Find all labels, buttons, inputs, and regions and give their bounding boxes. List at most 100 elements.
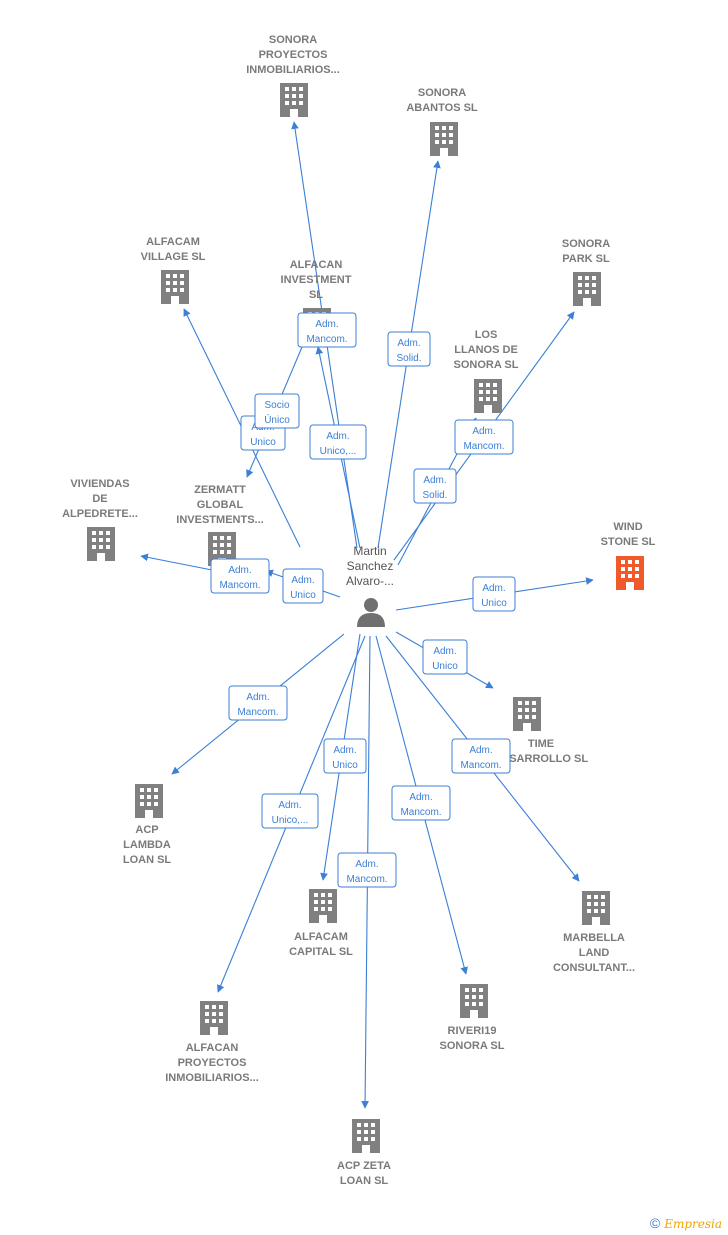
badge-text: Adm. <box>423 475 446 486</box>
person-icon <box>357 598 385 627</box>
role-badge[interactable]: Adm. Mancom. <box>228 685 288 721</box>
badge-text: Adm. <box>315 319 338 330</box>
company-name-line: VILLAGE SL <box>141 251 206 263</box>
badge-text: Adm. <box>355 859 378 870</box>
company-node-sonora-park[interactable]: SONORA PARK SL <box>562 238 610 306</box>
badge-box <box>210 558 270 594</box>
role-badge[interactable]: Adm.Mancom. <box>391 785 451 821</box>
person-name-line: Martin <box>353 544 386 558</box>
company-name-line: ALFACAM <box>146 236 200 248</box>
role-badge[interactable]: Adm.Unico <box>472 576 516 612</box>
building-icon <box>573 272 601 306</box>
company-name-line: SL <box>309 289 323 301</box>
building-icon <box>460 984 488 1018</box>
company-name-line: PARK SL <box>562 253 610 265</box>
role-badge[interactable]: Adm. Mancom. <box>454 419 514 455</box>
company-name-line: ALPEDRETE... <box>62 508 138 520</box>
company-name-line: SONORA <box>562 238 610 250</box>
company-name-line: PROYECTOS <box>178 1057 247 1069</box>
company-node-alfacan-investment[interactable]: ALFACAN INVESTMENT SL <box>281 259 352 342</box>
company-node-time-desarrollo[interactable]: TIME DESARROLLO SL <box>494 697 588 765</box>
badge-text: Unico,... <box>320 446 357 457</box>
role-badge[interactable]: Adm.Mancom. <box>451 738 511 774</box>
building-icon <box>135 784 163 818</box>
badge-text: Solid. <box>422 490 447 501</box>
company-node-sonora-proyectos[interactable]: SONORAPROYECTOSINMOBILIARIOS... <box>246 34 340 117</box>
building-icon <box>87 527 115 561</box>
person-node[interactable]: MartinSanchezAlvaro-... <box>346 544 394 627</box>
company-name-line: ZERMATT <box>194 484 246 496</box>
company-name-line: LAMBDA <box>123 839 171 851</box>
company-node-alfacan-proyectos[interactable]: ALFACANPROYECTOSINMOBILIARIOS... <box>165 1001 259 1084</box>
badge-text: Mancom. <box>463 441 504 452</box>
badge-text: Mancom. <box>219 580 260 591</box>
company-name-line: LLANOS DE <box>454 344 518 356</box>
company-name-line: WIND <box>613 521 642 533</box>
badge-box <box>297 312 357 348</box>
company-node-marbella[interactable]: MARBELLALANDCONSULTANT... <box>553 891 635 974</box>
company-name-line: ALFACAN <box>290 259 343 271</box>
badge-box <box>472 576 516 612</box>
company-name-line: INVESTMENT <box>281 274 352 286</box>
badge-text: Solid. <box>396 353 421 364</box>
role-badge[interactable]: Adm.Mancom. <box>337 852 397 888</box>
company-name-line: DESARROLLO SL <box>494 753 588 765</box>
role-badge[interactable]: Adm. Unico,... <box>309 424 367 460</box>
badge-text: Mancom. <box>460 760 501 771</box>
badge-box <box>309 424 367 460</box>
badge-text: Socio <box>264 400 289 411</box>
company-name-line: TIME <box>528 738 554 750</box>
company-name-line: ALFACAM <box>294 931 348 943</box>
company-name-line: ABANTOS SL <box>406 102 478 114</box>
badge-text: Adm. <box>409 792 432 803</box>
role-badge[interactable]: Adm. Solid. <box>387 331 431 367</box>
role-badge[interactable]: Adm.Unico <box>282 568 324 604</box>
badge-text: Adm. <box>278 800 301 811</box>
company-name-line: INMOBILIARIOS... <box>246 64 340 76</box>
company-node-alfacam-capital[interactable]: ALFACAM CAPITAL SL <box>289 889 353 958</box>
badge-text: Adm. <box>246 692 269 703</box>
role-badge[interactable]: Adm.Mancom. <box>297 312 357 348</box>
role-badge[interactable]: Adm. Solid. <box>413 468 457 504</box>
badge-text: Adm. <box>326 431 349 442</box>
company-name-line: RIVERI19 <box>448 1025 497 1037</box>
person-name-line: Sanchez <box>347 559 394 573</box>
company-name-line: SONORA <box>418 87 466 99</box>
role-badge[interactable]: Adm.Unico <box>323 738 367 774</box>
role-badge[interactable]: Adm.Unico <box>422 639 468 675</box>
building-icon <box>513 697 541 731</box>
building-icon <box>200 1001 228 1035</box>
building-icon <box>616 556 644 590</box>
building-icon <box>161 270 189 304</box>
company-node-sonora-abantos[interactable]: SONORA ABANTOS SL <box>406 87 478 156</box>
company-name-line: MARBELLA <box>563 932 625 944</box>
badge-text: Unico <box>250 437 276 448</box>
role-badge[interactable]: Adm.Mancom. <box>210 558 270 594</box>
company-name-line: LOAN SL <box>340 1175 389 1187</box>
badge-text: Unico <box>481 598 507 609</box>
company-node-zermatt[interactable]: ZERMATTGLOBALINVESTMENTS... <box>176 484 264 566</box>
role-badge[interactable]: Adm.Unico,... <box>261 793 319 829</box>
badge-text: Mancom. <box>237 707 278 718</box>
company-name-line: LOS <box>475 329 498 341</box>
company-name-line: SONORA SL <box>440 1040 505 1052</box>
badge-text: Adm. <box>291 575 314 586</box>
badge-text: Adm. <box>397 338 420 349</box>
company-node-alfacam-village[interactable]: ALFACAM VILLAGE SL <box>141 236 206 304</box>
company-name-line: INMOBILIARIOS... <box>165 1072 259 1084</box>
company-name-line: CAPITAL SL <box>289 946 353 958</box>
badge-text: Adm. <box>472 426 495 437</box>
company-node-acp-zeta[interactable]: ACP ZETA LOAN SL <box>337 1119 391 1187</box>
company-node-viviendas[interactable]: VIVIENDASDEALPEDRETE... <box>62 478 138 561</box>
building-icon <box>474 379 502 413</box>
brand-logo[interactable]: Empresia <box>664 1217 722 1231</box>
badge-box <box>387 331 431 367</box>
badge-box <box>228 685 288 721</box>
company-name-line: ACP ZETA <box>337 1160 391 1172</box>
company-name-line: LAND <box>579 947 610 959</box>
